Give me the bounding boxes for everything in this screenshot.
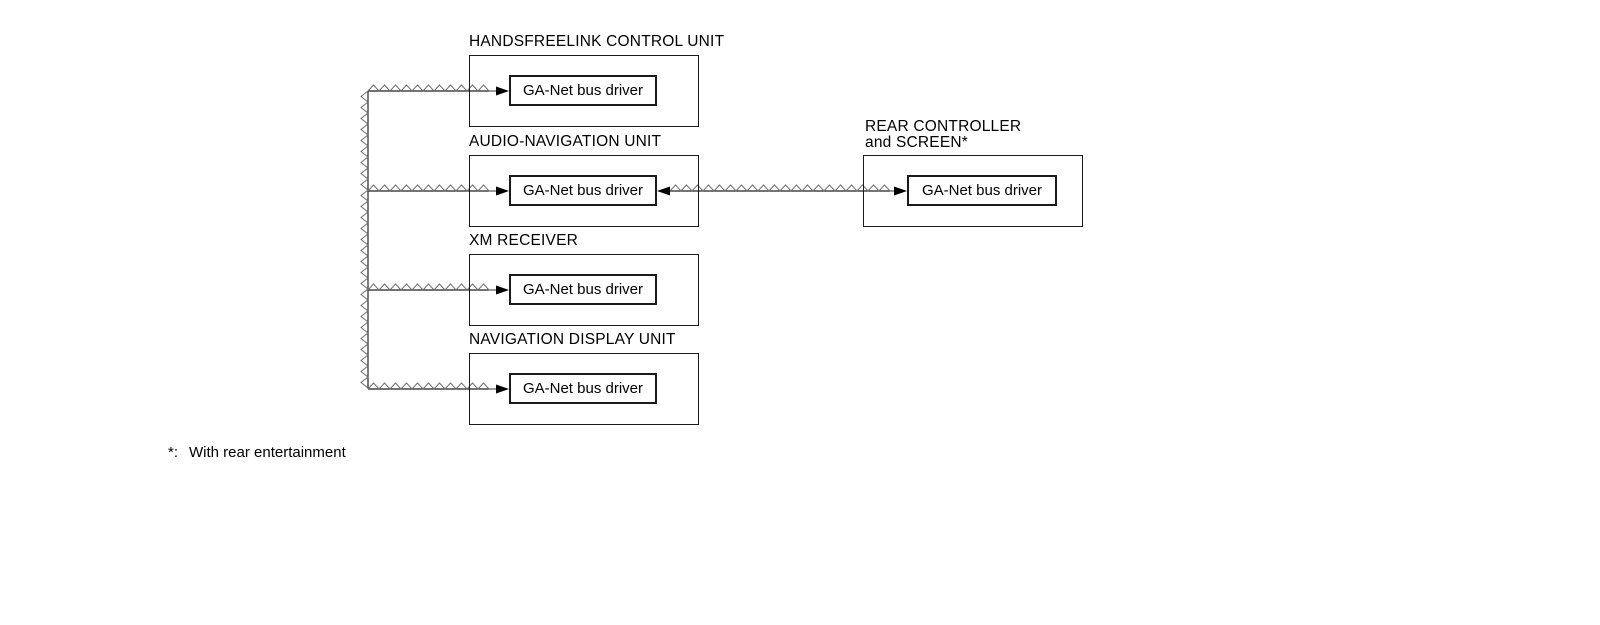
unit-box bbox=[469, 254, 699, 326]
ga-net-bus-branch-zigzag bbox=[367, 184, 496, 192]
unit-label-line: HANDSFREELINK CONTROL UNIT bbox=[469, 33, 725, 50]
ga-net-bus-driver-box: GA-Net bus driver bbox=[509, 175, 657, 206]
unit-label: HANDSFREELINK CONTROL UNIT bbox=[469, 34, 724, 50]
unit-box bbox=[469, 155, 699, 227]
unit-box bbox=[863, 155, 1083, 227]
ga-net-bus-trunk-zigzag bbox=[360, 90, 369, 389]
bus-arrowhead bbox=[657, 186, 670, 196]
unit-box bbox=[469, 353, 699, 425]
bus-arrowhead bbox=[894, 186, 907, 196]
unit-label-line: NAVIGATION DISPLAY UNIT bbox=[469, 331, 676, 348]
ga-net-bus-branch-zigzag bbox=[367, 382, 496, 390]
bus-arrowhead bbox=[496, 186, 509, 196]
bus-arrowhead bbox=[496, 86, 509, 96]
unit-label-line: REAR CONTROLLER bbox=[865, 118, 1022, 135]
unit-label: REAR CONTROLLER and SCREEN* bbox=[865, 119, 1021, 151]
unit-label-line: XM RECEIVER bbox=[469, 232, 578, 249]
unit-box bbox=[469, 55, 699, 127]
unit-label: AUDIO-NAVIGATION UNIT bbox=[469, 134, 661, 150]
unit-label: NAVIGATION DISPLAY UNIT bbox=[469, 332, 676, 348]
footnote-text: With rear entertainment bbox=[189, 444, 346, 461]
ga-net-bus-driver-box: GA-Net bus driver bbox=[509, 373, 657, 404]
bus-arrowhead bbox=[496, 384, 509, 394]
ga-net-bus-driver-box: GA-Net bus driver bbox=[509, 75, 657, 106]
ga-net-bus-branch-zigzag bbox=[367, 283, 496, 291]
unit-label-line: AUDIO-NAVIGATION UNIT bbox=[469, 133, 662, 150]
ga-net-bus-driver-box: GA-Net bus driver bbox=[509, 274, 657, 305]
ga-net-rear-link-zigzag bbox=[669, 184, 894, 192]
unit-label: XM RECEIVER bbox=[469, 233, 578, 249]
unit-label-line: and SCREEN* bbox=[865, 134, 968, 151]
footnote-marker: *: bbox=[168, 444, 179, 461]
footnote: *: With rear entertainment bbox=[168, 444, 346, 461]
ga-net-bus-branch-zigzag bbox=[367, 84, 496, 92]
bus-arrowhead bbox=[496, 285, 509, 295]
ga-net-bus-driver-box: GA-Net bus driver bbox=[907, 175, 1057, 206]
